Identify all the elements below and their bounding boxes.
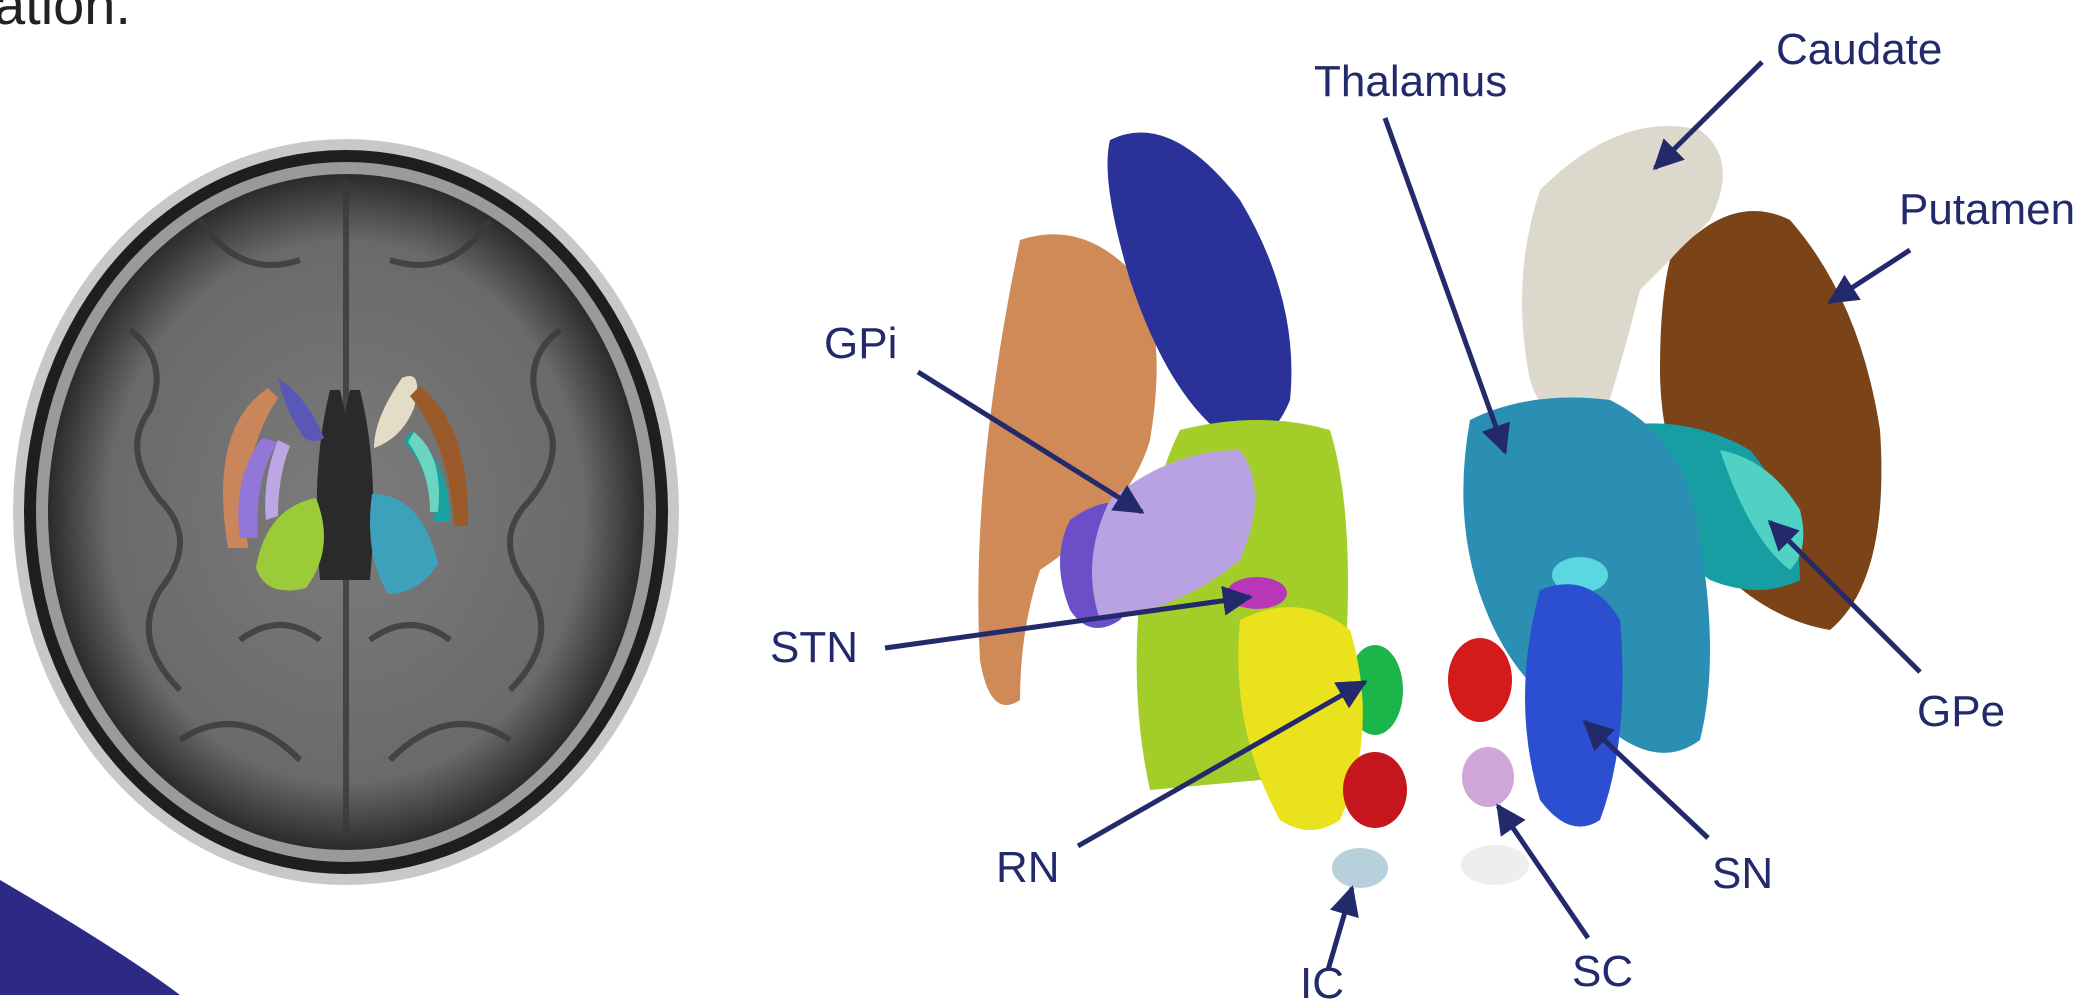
label-gpi: GPi (824, 322, 897, 366)
white-structure (1461, 845, 1529, 885)
putamen-arrow (1830, 250, 1910, 302)
orange-structure (978, 234, 1156, 705)
navy-corner-accent (0, 880, 180, 995)
sn-structure (1525, 584, 1623, 826)
label-rn: RN (996, 846, 1060, 890)
ic-arrow (1328, 888, 1352, 970)
stn-structure (1227, 577, 1287, 609)
label-ic: IC (1300, 962, 1344, 1006)
ic-structure (1332, 848, 1388, 888)
label-thalamus: Thalamus (1314, 60, 1507, 104)
label-putamen: Putamen (1899, 188, 2075, 232)
rn-structure (1343, 752, 1407, 828)
label-sc: SC (1572, 950, 1633, 994)
label-gpe: GPe (1917, 690, 2005, 734)
label-sn: SN (1712, 852, 1773, 896)
label-stn: STN (770, 626, 858, 670)
mri-axial-slice (13, 139, 679, 885)
thalamus-arrow (1385, 118, 1505, 452)
sc-structure (1462, 747, 1514, 807)
label-caudate: Caudate (1776, 28, 1942, 72)
